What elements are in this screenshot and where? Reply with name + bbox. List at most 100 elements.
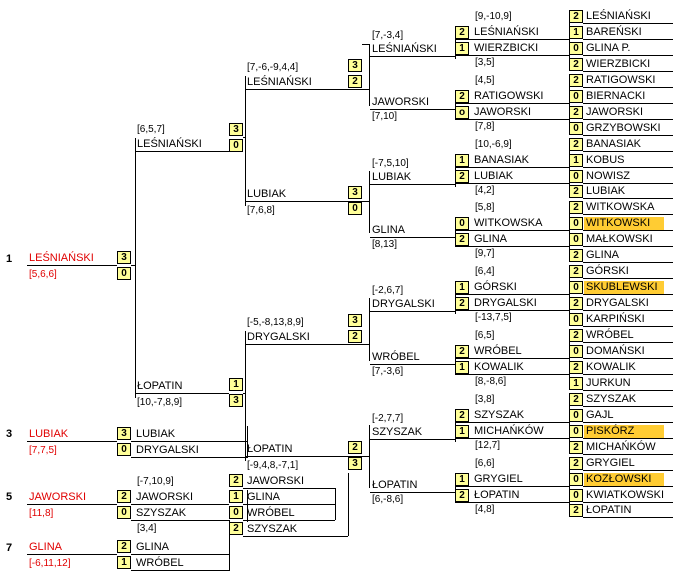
r64-player-name: PISKÓRZ [584,424,664,438]
r32-name-2: WIERZBICKI [474,41,539,54]
bracket-line [243,488,335,489]
r64-score: 1 [569,376,583,390]
r16-connector [455,38,456,59]
r64-player-name: MICHAŃKÓW [586,440,656,453]
r64-score: 2 [569,73,583,87]
qf-score-b1: 3 [348,186,362,199]
r64-player-name: RATIGOWSKI [586,73,656,86]
bracket-line [243,504,335,505]
r64-score: 0 [569,408,583,422]
r32-score-2: 1 [455,360,469,374]
qf-note-a: [7,-6,-9,4,4] [247,62,299,73]
r64-player-name: KOWALIK [586,360,636,373]
seed5-score-2: 0 [117,506,131,519]
r64-line [583,54,673,56]
r64-line [583,373,673,375]
seed5-note: [11,8] [29,508,54,519]
r16-connector [455,293,456,315]
r32-name-1: GRYGIEL [474,472,523,485]
bracket-line [243,536,348,537]
bracket-line [131,504,229,505]
qf-note-d: [-9,4,8,-7,1] [247,460,299,471]
r64-line [583,342,673,343]
r16-name-2: GLINA [372,223,406,236]
r64-player-name: MAŁKOWSKI [586,233,653,246]
r16-line [370,236,456,238]
r64-score: 0 [569,169,583,183]
p56-score-4: 2 [229,522,243,535]
r32-note-top: [10,-6,9] [475,138,512,150]
bracket-line [131,265,136,266]
seed5-winner: JAWORSKI [136,491,194,503]
r16-connector [455,165,456,187]
r32-note-bottom: [7,8] [475,120,495,132]
r16-connector [455,420,456,442]
bracket-line [131,570,229,571]
r64-score: 2 [569,456,583,470]
r32-connector [569,223,570,256]
r16-note-bottom: [7,-3,6] [372,366,404,378]
r64-score: 0 [569,313,583,327]
bracket-line [229,520,230,571]
r64-player-name: WIERZBICKI [586,57,651,70]
r32-score-1: 1 [455,281,469,295]
r32-score-1: 0 [455,217,469,231]
bracket-line [131,520,229,521]
seed7-name: GLINA [29,541,63,553]
bracket-line [348,89,370,90]
seed3-name: LUBIAK [29,428,69,440]
r32-line [455,373,569,375]
seed5-line [27,504,117,505]
r64-player-name: SZYSZAK [586,392,637,405]
r64-score: 0 [569,121,583,135]
r64-player-name: GAJL [586,408,614,421]
qf-score-d1: 2 [348,441,362,454]
r16-name-2: WRÓBEL [372,351,420,364]
bracket-line [243,520,335,521]
r64-player-name: KOZŁOWSKI [584,472,664,486]
seed5-name: JAWORSKI [29,491,87,503]
r32-score-2: 2 [455,488,469,502]
r64-player-name: BAREŃSKI [586,25,642,38]
r32-note-bottom: [9,7] [475,248,495,260]
r64-score: 2 [569,105,583,119]
r64-line [583,405,673,407]
r64-player-name: BIERNACKI [586,89,646,102]
r32-score-1: 2 [455,344,469,358]
semi-score-top: 3 [229,123,243,136]
r64-player-name: WRÓBEL [586,329,634,341]
r32-line [455,437,569,439]
seed3-loser: DRYGALSKI [136,444,199,456]
r32-note-top: [5,8] [475,202,495,214]
qf-score-a2: 2 [348,75,362,88]
r32-connector [569,32,570,64]
r32-score-1: 1 [455,472,469,486]
p56-name-2: GLINA [247,491,281,503]
r32-note-bottom: [4,2] [475,184,495,196]
qf-score-c1: 3 [348,314,362,327]
r64-player-name: ŁOPATIN [586,504,632,517]
r32-line [455,310,569,312]
r16-name-2: ŁOPATIN [372,478,418,491]
r64-score: 2 [569,185,583,199]
r32-name-2: KOWALIK [474,360,524,373]
r16-note-top: [-2,6,7] [372,285,404,297]
r32-score-1: 2 [455,408,469,422]
r16-name-1: DRYGALSKI [372,298,435,311]
r64-score: 2 [569,360,583,374]
p56-name-1: JAWORSKI [247,475,305,487]
r64-score: 1 [569,153,583,167]
r64-line [583,437,673,439]
r16-connector [455,91,456,112]
r32-connector [569,86,570,96]
r64-line [583,198,673,200]
r64-line [583,230,673,232]
r64-score: 0 [569,89,583,103]
seed3-winner: LUBIAK [136,428,176,440]
qf-score-d2: 3 [348,457,362,470]
r16-line [370,438,456,440]
bracket-line [369,171,370,233]
r16-name-1: LEŚNIAŃSKI [372,43,437,55]
r64-player-name: LUBIAK [586,185,626,198]
r32-line [455,118,569,120]
